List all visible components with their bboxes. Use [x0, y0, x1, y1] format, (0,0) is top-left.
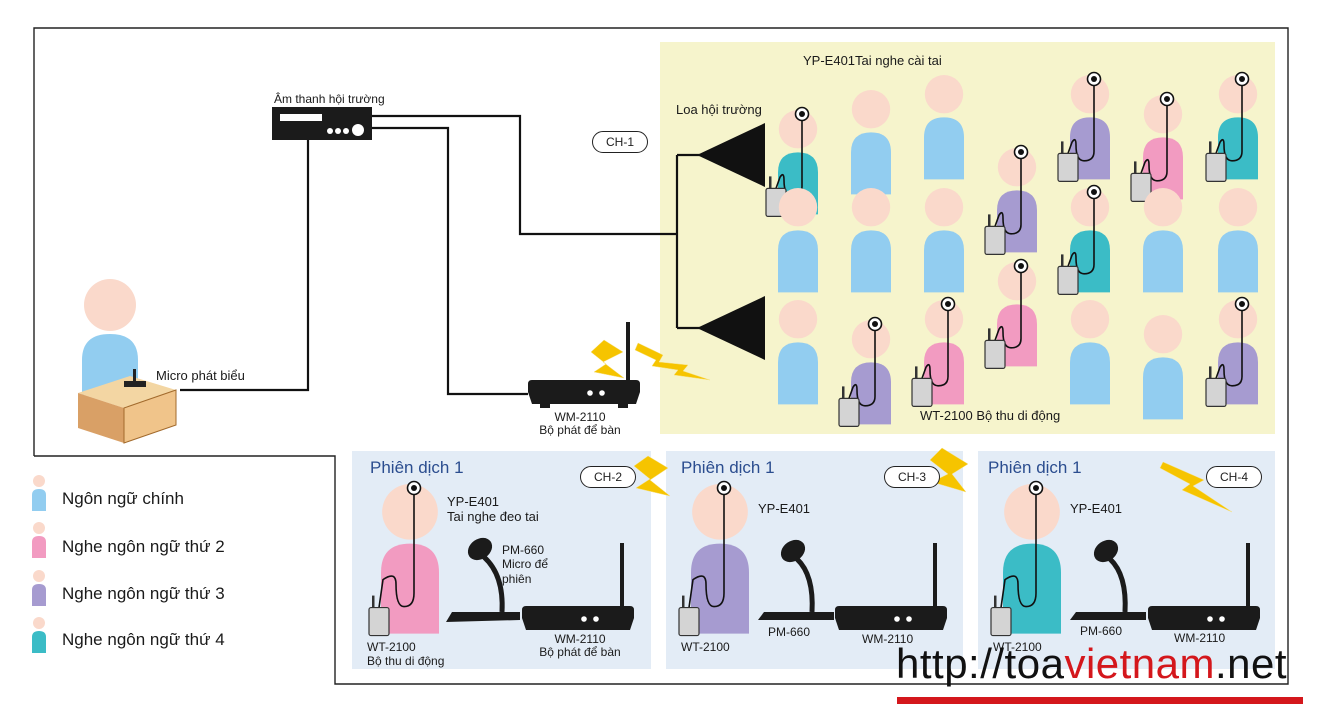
hall-speaker-top: [697, 123, 765, 187]
audience-member-3: [778, 300, 818, 405]
booth-1-transmitter: [522, 543, 634, 630]
audience-member-4: [851, 90, 891, 195]
website-url: http://toavietnam.net: [896, 640, 1287, 688]
website-url-prefix: http://toa: [896, 640, 1065, 687]
hall-audio-amplifier: [272, 107, 372, 140]
audience-member-2: [778, 188, 818, 293]
hall-transmitter-model: WM-2110: [554, 410, 606, 424]
audience-member-8: [924, 188, 964, 293]
legend-swatch-3: [32, 570, 46, 606]
audience-member-6: [838, 316, 891, 427]
booth-2-title: Phiên dịch 1: [681, 458, 775, 477]
audience-member-7: [924, 75, 964, 180]
legend-label-1: Ngôn ngữ chính: [62, 489, 184, 508]
channel-badge-ch2: CH-2: [580, 466, 636, 488]
audience-member-19: [1218, 188, 1258, 293]
audience-member-18: [1205, 71, 1258, 182]
website-underline: [897, 697, 1303, 704]
booth-1-mic-desc-2: phiên: [502, 572, 532, 586]
audience-member-14: [1070, 300, 1110, 405]
audience-member-20: [1205, 296, 1258, 407]
booth-1-title: Phiên dịch 1: [370, 458, 464, 477]
website-url-suffix: .net: [1215, 640, 1288, 687]
booth-1-transmitter-desc: Bộ phát để bàn: [539, 645, 621, 659]
audience-member-9: [911, 296, 964, 407]
channel-badge-ch1: CH-1: [592, 131, 648, 153]
booth-2-mic-model: PM-660: [768, 625, 811, 639]
booth-1-receiver-desc: Bộ thu di động: [367, 654, 445, 668]
audience-member-5: [851, 188, 891, 293]
hall-speaker-bottom: [697, 296, 765, 360]
legend-label-2: Nghe ngôn ngữ thứ 2: [62, 537, 225, 556]
hall-lightning-bolts: [590, 339, 1233, 513]
booth-2-receiver-model: WT-2100: [681, 640, 730, 654]
booth-3-interpreter: [990, 480, 1061, 637]
channel-badge-ch4: CH-4: [1206, 466, 1262, 488]
audience-member-12: [1057, 71, 1110, 182]
audience-member-10: [984, 144, 1037, 255]
presenter: [78, 279, 177, 444]
receiver-label: WT-2100 Bộ thu di động: [920, 408, 1061, 423]
people-layer: [32, 71, 1258, 653]
legend-swatch-2: [32, 522, 46, 558]
headset-label: YP-E401Tai nghe cài tai: [803, 53, 942, 68]
booth-3-microphone: [1070, 539, 1146, 620]
website-url-highlight: vietnam: [1064, 640, 1216, 687]
hall-speaker-label: Loa hội trường: [676, 102, 762, 117]
booth-2-microphone: [758, 539, 834, 620]
booth-1-interpreter: [368, 480, 439, 637]
legend-label-3: Nghe ngôn ngữ thứ 3: [62, 584, 225, 603]
legend-swatch-4: [32, 617, 46, 653]
cables: [180, 114, 700, 396]
booth-3-receiver-model: WT-2100: [993, 640, 1042, 654]
audience-member-16: [1143, 188, 1183, 293]
legend-swatch-1: [32, 475, 46, 511]
booth-1-microphone: [446, 537, 520, 622]
hall-transmitter-desc: Bộ phát để bàn: [539, 423, 621, 437]
booth-1-headset-model: YP-E401: [447, 494, 500, 509]
booth-2-transmitter-model: WM-2110: [862, 632, 914, 646]
booth-2-transmitter: [835, 543, 947, 630]
legend-label-4: Nghe ngôn ngữ thứ 4: [62, 630, 225, 649]
booth-1-mic-model: PM-660: [502, 543, 545, 557]
room-outline: [33, 27, 1289, 685]
booth-1-headset-desc: Tai nghe đeo tai: [447, 509, 539, 524]
audience-member-17: [1143, 315, 1183, 420]
channel-badge-ch3: CH-3: [884, 466, 940, 488]
booth-1-receiver-model: WT-2100: [367, 640, 416, 654]
booth-3-title: Phiên dịch 1: [988, 458, 1082, 477]
audience-member-13: [1057, 184, 1110, 295]
audience-member-15: [1130, 91, 1183, 202]
booth-3-transmitter-model: WM-2110: [1174, 631, 1226, 645]
hall-desk-transmitter: [528, 322, 640, 408]
booth-1-mic-desc-1: Micro để: [502, 557, 549, 571]
booth-2-headset-model: YP-E401: [758, 501, 811, 516]
booth-2-interpreter: [678, 480, 749, 637]
booth-3-headset-model: YP-E401: [1070, 501, 1123, 516]
presenter-mic-label: Micro phát biểu: [156, 368, 245, 383]
hall-audio-label: Âm thanh hội trường: [274, 92, 385, 106]
booth-3-transmitter: [1148, 543, 1260, 630]
booth-3-mic-model: PM-660: [1080, 624, 1123, 638]
audience-member-11: [984, 258, 1037, 369]
booth-1-transmitter-model: WM-2110: [554, 632, 606, 646]
